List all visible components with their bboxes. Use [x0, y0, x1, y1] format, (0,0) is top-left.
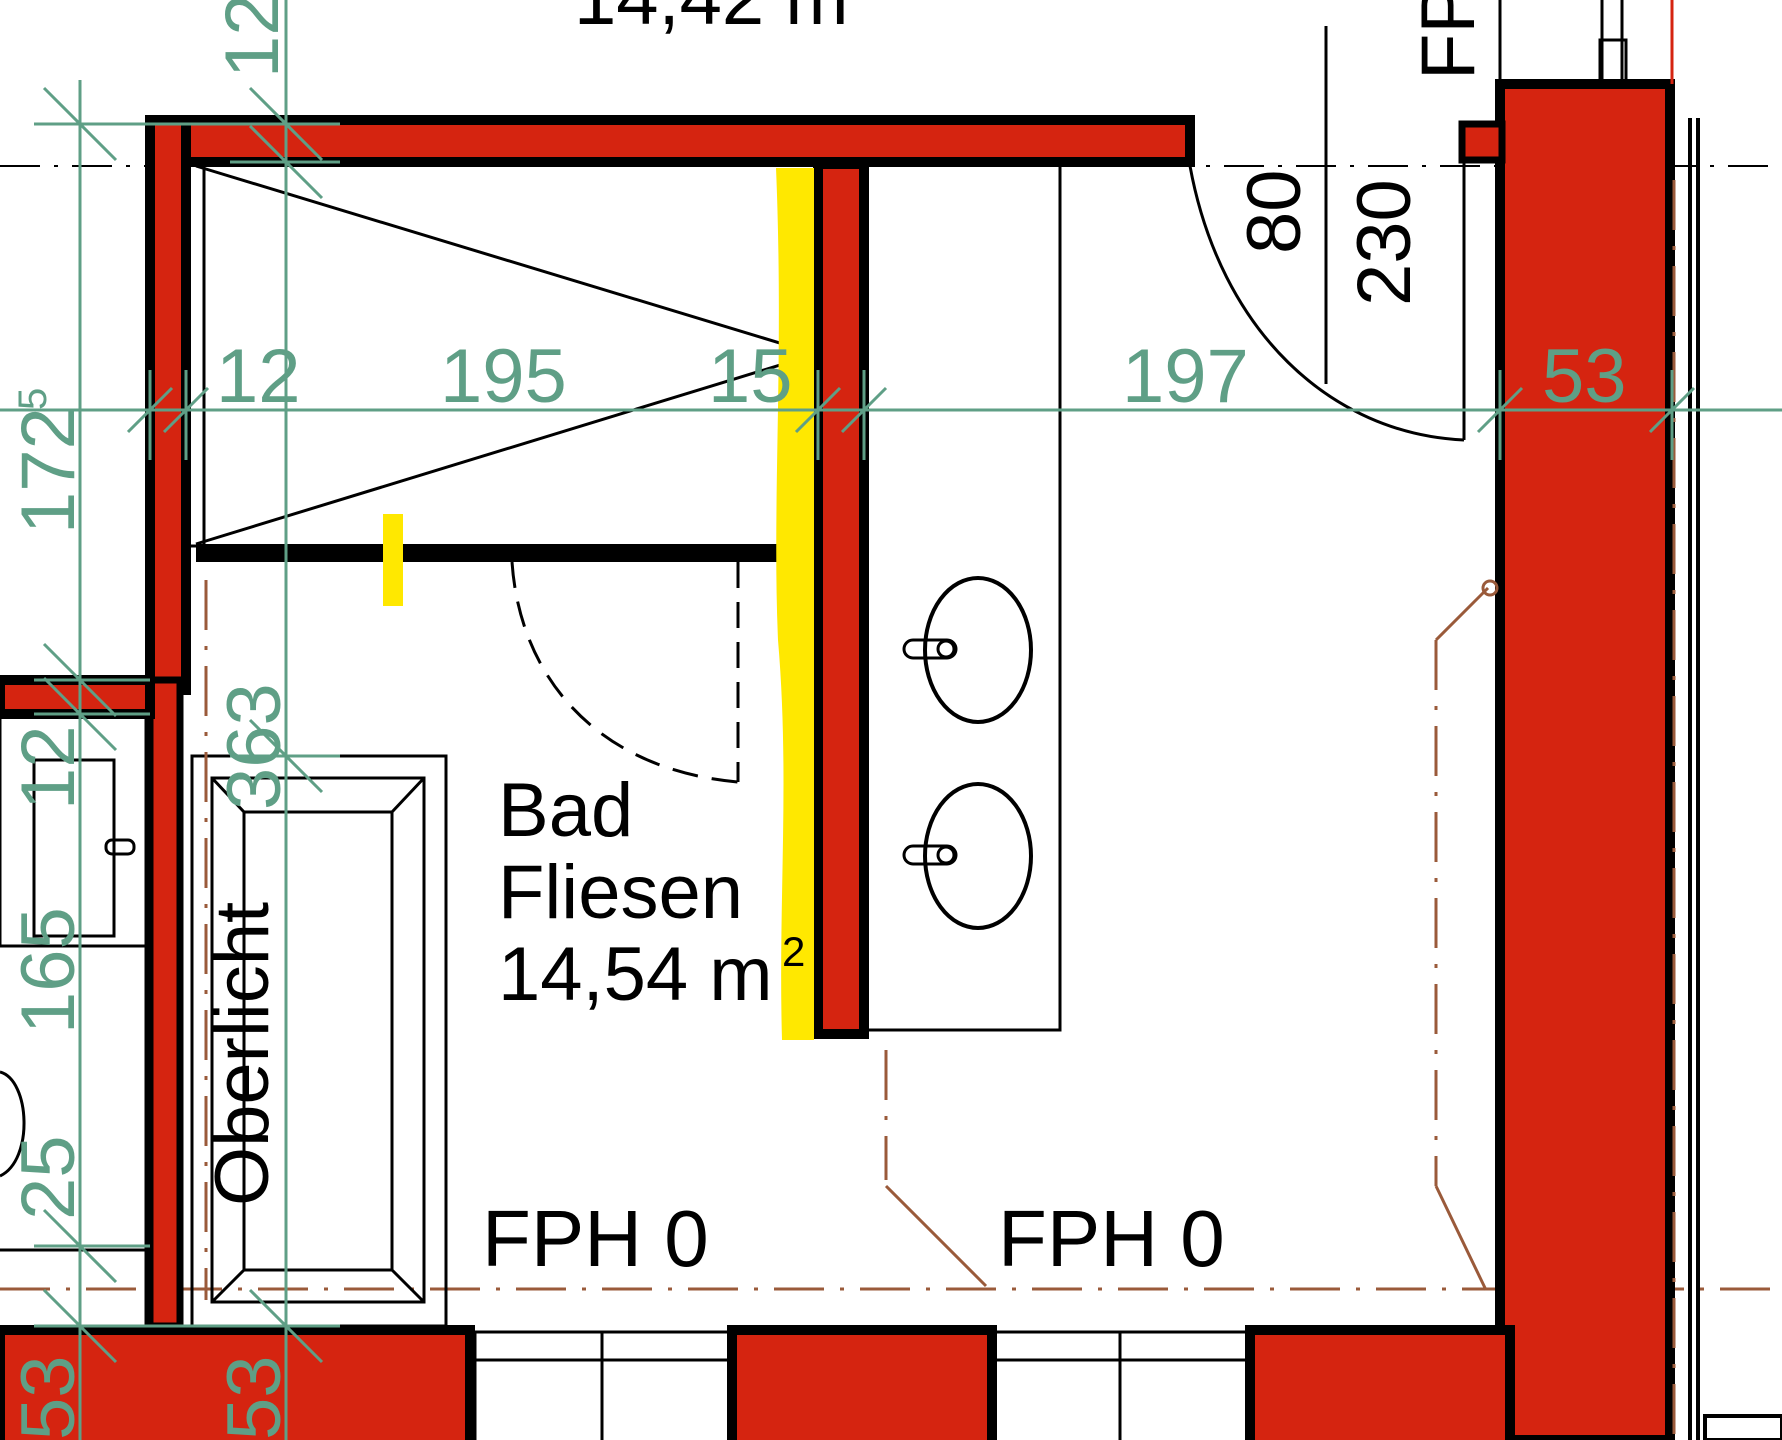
fph-left-label: FPH 0	[482, 1194, 709, 1283]
dim-h-195: 195	[440, 334, 567, 419]
dim-v-53-left: 53	[6, 1355, 91, 1440]
yellow-markers	[383, 168, 814, 1040]
room-name: Bad	[498, 768, 633, 853]
neighbour-fixtures	[0, 714, 148, 1326]
tap-icon	[902, 638, 958, 660]
room-labels: 14,42 m 80 230 FP Bad Fliesen 14,54 m 2 …	[200, 0, 1491, 1283]
dim-v-53-mid: 53	[212, 1355, 297, 1440]
dim-h-15: 15	[708, 334, 793, 419]
door-dim-80: 80	[1232, 169, 1317, 254]
dim-h-53: 53	[1542, 334, 1627, 419]
shower	[184, 162, 820, 548]
room-area-unit-sup: 2	[782, 928, 805, 975]
door-dim-230: 230	[1342, 179, 1427, 306]
walls	[0, 79, 1675, 1440]
dim-v-172: 172	[6, 407, 91, 534]
dim-h-197: 197	[1122, 334, 1249, 419]
dim-v-12: 12	[6, 725, 91, 810]
shower-door-swing	[510, 561, 740, 784]
dimension-texts: 12 12 195 15 197 53 172 5 12 363 165 25 …	[6, 0, 1627, 1440]
room-area: 14,54 m	[498, 932, 773, 1017]
fp-top-label: FP	[1406, 0, 1491, 80]
door-swing	[1188, 26, 1466, 442]
window-frames-bottom	[473, 1330, 1782, 1440]
window-frame-right	[1498, 0, 1700, 1440]
dim-v-25: 25	[6, 1135, 91, 1220]
room-above-area: 14,42 m	[574, 0, 849, 41]
dim-h-12: 12	[216, 334, 301, 419]
installation-lines	[204, 579, 1499, 1300]
tap-icon	[902, 844, 958, 866]
dim-v-165: 165	[6, 907, 91, 1034]
oberlicht-label: Oberlicht	[200, 902, 285, 1206]
dim-top-12: 12	[210, 0, 295, 78]
vanity	[864, 162, 1062, 1032]
room-floor: Fliesen	[498, 850, 743, 935]
dim-v-172-sup: 5	[11, 388, 55, 410]
fph-right-label: FPH 0	[998, 1194, 1225, 1283]
dim-v-363: 363	[212, 683, 297, 810]
